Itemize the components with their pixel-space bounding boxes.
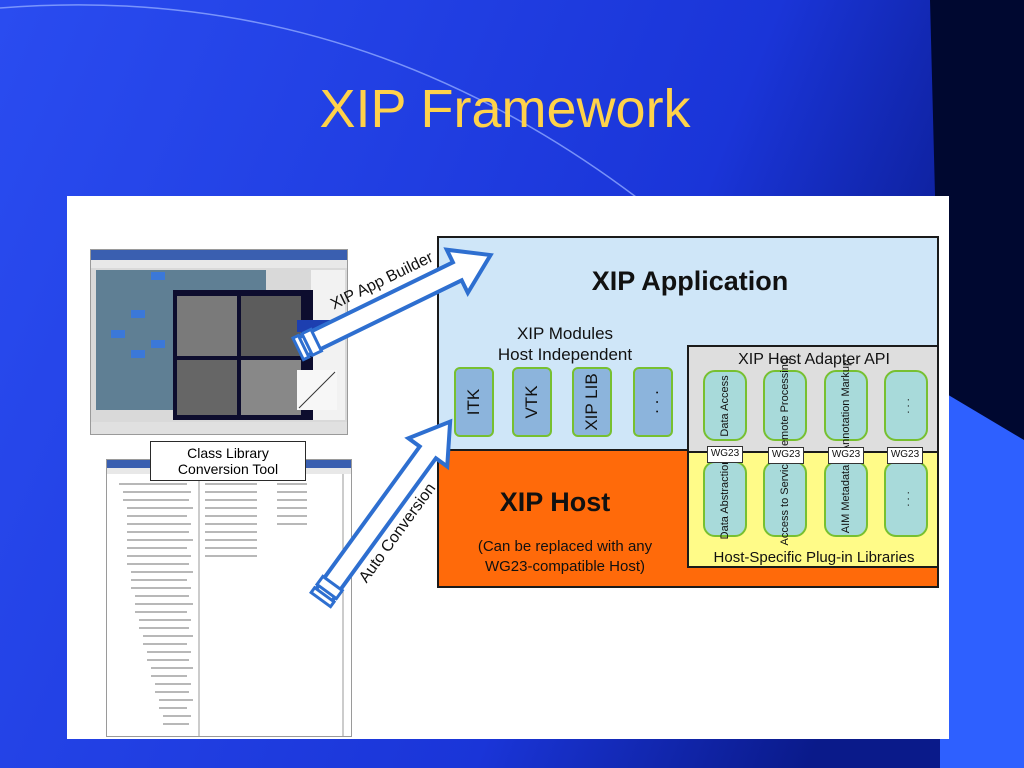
modules-subtitle-line: Host Independent — [497, 345, 633, 364]
xip-modules-title: XIP Modules Host Independent — [480, 323, 650, 365]
module-itk: ITK — [454, 367, 494, 437]
xip-application-title: XIP Application — [591, 266, 789, 296]
slide-title: XIP Framework — [319, 79, 691, 139]
wg23-badge: WG23 — [828, 447, 864, 464]
plugin-libraries-title: Host-Specific Plug-in Libraries — [713, 549, 915, 566]
xip-host-subtitle: (Can be replaced with any WG23-compatibl… — [440, 537, 690, 577]
modules-title-line: XIP Modules — [516, 324, 614, 343]
wg23-badge: WG23 — [768, 447, 804, 464]
auto-conversion-arrow — [309, 418, 453, 609]
wg23-badge: WG23 — [887, 447, 923, 464]
adapter-more: . . . — [884, 370, 928, 441]
plugin-aim-metadata: AIM Metadata — [824, 461, 868, 537]
wg23-badge: WG23 — [707, 446, 743, 463]
host-subtitle-line2: WG23-compatible Host) — [484, 558, 646, 575]
adapter-annotation-markup: Annotation Markup — [824, 359, 868, 452]
xip-host-title: XIP Host — [499, 487, 611, 517]
host-subtitle-line1: (Can be replaced with any — [477, 538, 653, 555]
plugin-data-abstraction: Data Abstraction — [703, 459, 747, 539]
module-vtk: VTK — [512, 367, 552, 437]
module-xip-lib: XIP LIB — [572, 367, 612, 437]
host-adapter-title: XIP Host Adapter API — [738, 351, 890, 368]
class-library-screenshot — [106, 459, 352, 737]
class-library-callout: Class Library Conversion Tool — [150, 441, 306, 481]
adapter-remote-processing: Remote Processing — [763, 358, 807, 454]
adapter-data-access: Data Access — [703, 370, 747, 441]
plugin-access-to-services: Access to Services — [763, 453, 807, 545]
app-builder-arrow — [290, 247, 494, 362]
module-more: . . . — [633, 367, 673, 437]
